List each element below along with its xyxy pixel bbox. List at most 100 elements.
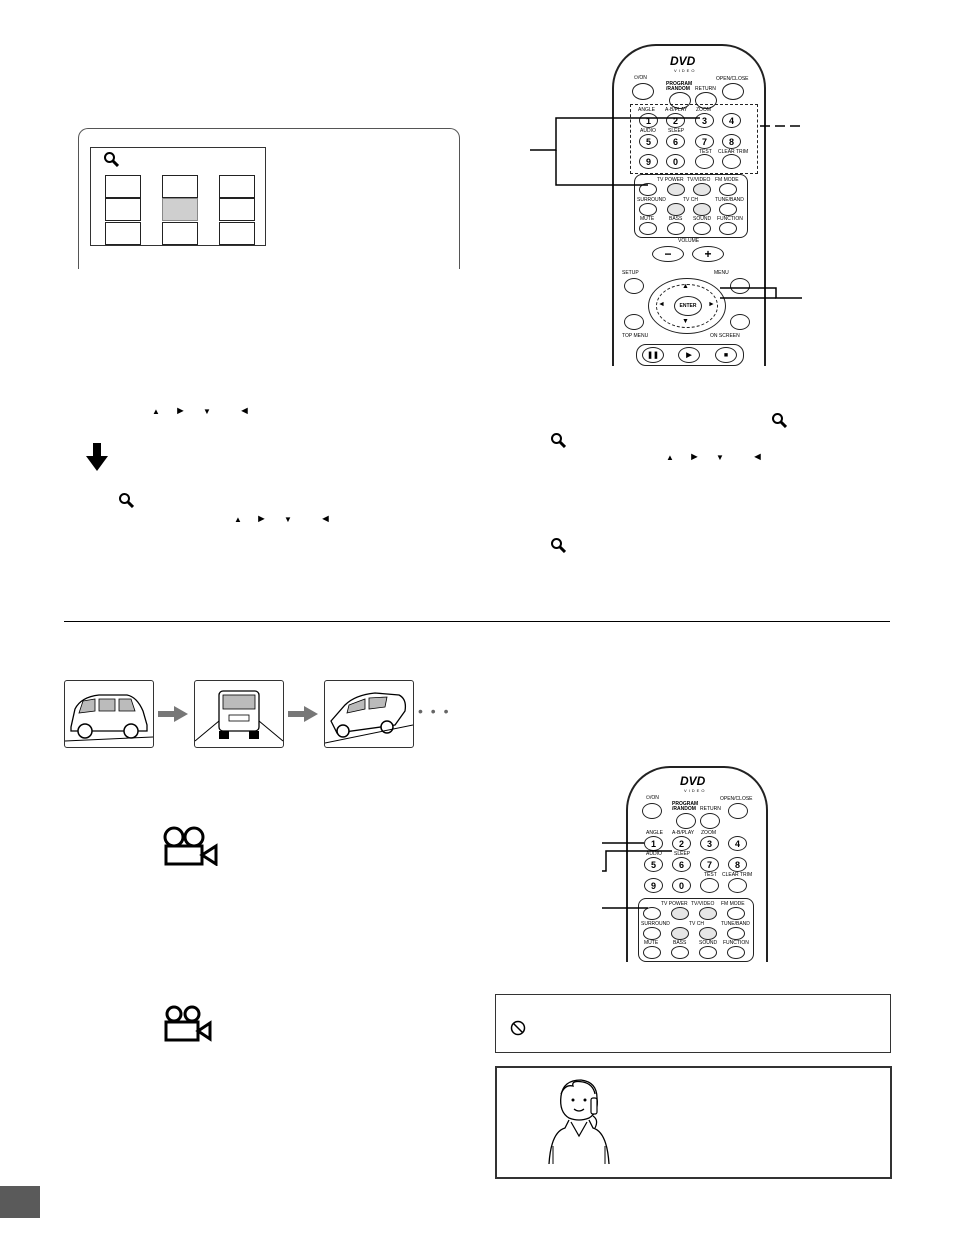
stop-button[interactable]: ■ <box>715 347 737 363</box>
digit-1-button[interactable]: 1 <box>639 113 658 128</box>
digit-9-button[interactable]: 9 <box>644 878 663 893</box>
program-label: PROGRAM <box>672 801 699 807</box>
tv-power-button[interactable] <box>671 907 689 920</box>
tv-ch-down-button[interactable] <box>671 927 689 940</box>
nav-up-glyph: ▲ <box>682 283 689 290</box>
digit-9-button[interactable]: 9 <box>639 154 658 169</box>
sound-button[interactable] <box>693 222 711 235</box>
magnifier-icon <box>119 493 134 508</box>
setup-button[interactable] <box>624 278 644 294</box>
function-button[interactable] <box>727 946 745 959</box>
power-button[interactable] <box>632 83 654 100</box>
clear-trim-button[interactable] <box>722 154 741 169</box>
digit-3-button[interactable]: 3 <box>695 113 714 128</box>
bass-button[interactable] <box>671 946 689 959</box>
right-arrow-glyph: ► <box>175 405 186 417</box>
dvd-logo: DVD <box>670 54 696 68</box>
tv-video-button[interactable] <box>693 183 711 196</box>
fm-mode-label: FM MODE <box>715 177 739 183</box>
zoom-cell <box>105 175 141 198</box>
digit-4-button[interactable]: 4 <box>722 113 741 128</box>
surround-button[interactable] <box>643 927 661 940</box>
on-label: ⏻/ON <box>634 75 647 81</box>
on-screen-label: ON SCREEN <box>710 333 740 339</box>
digit-4-button[interactable]: 4 <box>728 836 747 851</box>
digit-6-button[interactable]: 6 <box>672 857 691 872</box>
digit-7-button[interactable]: 7 <box>695 134 714 149</box>
mute-label: MUTE <box>644 940 659 946</box>
open-close-button[interactable] <box>728 803 748 819</box>
fm-mode-button[interactable] <box>719 183 737 196</box>
tv-video-button[interactable] <box>699 907 717 920</box>
tv-ch-up-button[interactable] <box>693 203 711 216</box>
pause-button[interactable]: ❚❚ <box>642 347 664 363</box>
digit-5-button[interactable]: 5 <box>644 857 663 872</box>
return-button[interactable] <box>700 813 720 829</box>
tv-ch-label: TV CH <box>683 197 698 203</box>
open-close-button[interactable] <box>722 83 744 100</box>
tv-power-button[interactable] <box>667 183 685 196</box>
play-button[interactable]: ▶ <box>678 347 700 363</box>
menu-button[interactable] <box>730 278 750 294</box>
enter-button[interactable]: ENTER <box>674 296 702 316</box>
mute-button[interactable] <box>643 946 661 959</box>
transport-bar <box>636 344 744 366</box>
test-button[interactable] <box>700 878 719 893</box>
function-button[interactable] <box>719 222 737 235</box>
angle-view-1 <box>64 680 154 748</box>
digit-3-button[interactable]: 3 <box>700 836 719 851</box>
setup-label: SETUP <box>622 270 639 276</box>
sound-button[interactable] <box>699 946 717 959</box>
nav-ring[interactable] <box>648 278 726 334</box>
callout-lines-top <box>530 117 802 299</box>
right-arrow-glyph: ► <box>256 513 267 525</box>
dvd-logo: DVD <box>680 774 706 788</box>
zoom-label: ZOOM <box>696 107 711 113</box>
digit-1-button[interactable]: 1 <box>644 836 663 851</box>
digit-7-button[interactable]: 7 <box>700 857 719 872</box>
on-screen-button[interactable] <box>730 314 750 330</box>
page-number-tab <box>0 1186 40 1218</box>
bass-button[interactable] <box>667 222 685 235</box>
digit-2-button[interactable]: 2 <box>672 836 691 851</box>
subtitle-button[interactable] <box>639 183 657 196</box>
down-arrow-glyph: ▼ <box>716 453 724 462</box>
digit-5-button[interactable]: 5 <box>639 134 658 149</box>
subtitle-button[interactable] <box>643 907 661 920</box>
angle-view-2 <box>194 680 284 748</box>
person-illustration <box>548 1079 610 1165</box>
volume-label: VOLUME <box>678 238 700 244</box>
audio-label: AUDIO <box>640 128 656 134</box>
sound-label: SOUND <box>699 940 718 946</box>
surround-button[interactable] <box>639 203 657 216</box>
test-label: TEST <box>699 149 712 155</box>
tv-ch-down-button[interactable] <box>667 203 685 216</box>
clear-trim-button[interactable] <box>728 878 747 893</box>
tune-band-button[interactable] <box>727 927 745 940</box>
fm-mode-button[interactable] <box>727 907 745 920</box>
digit-6-button[interactable]: 6 <box>666 134 685 149</box>
tv-ch-up-button[interactable] <box>699 927 717 940</box>
zoom-cell <box>219 222 255 245</box>
test-button[interactable] <box>695 154 714 169</box>
program-button[interactable] <box>676 813 696 829</box>
down-arrow-glyph: ▼ <box>284 515 292 524</box>
digit-0-button[interactable]: 0 <box>672 878 691 893</box>
digit-2-button[interactable]: 2 <box>666 113 685 128</box>
digit-8-button[interactable]: 8 <box>728 857 747 872</box>
bass-label: BASS <box>673 940 687 946</box>
digit-0-button[interactable]: 0 <box>666 154 685 169</box>
clear-trim-label: CLEAR TRIM <box>718 149 749 155</box>
top-menu-button[interactable] <box>624 314 644 330</box>
camera-icon <box>163 826 218 866</box>
magnifier-icon <box>551 538 566 553</box>
tune-band-button[interactable] <box>719 203 737 216</box>
zoom-cell <box>105 222 141 245</box>
volume-up-button[interactable]: + <box>692 246 724 262</box>
section-divider <box>64 621 890 622</box>
power-button[interactable] <box>642 803 662 819</box>
down-arrow-glyph: ▼ <box>203 407 211 416</box>
mute-button[interactable] <box>639 222 657 235</box>
digit-8-button[interactable]: 8 <box>722 134 741 149</box>
volume-down-button[interactable]: − <box>652 246 684 262</box>
